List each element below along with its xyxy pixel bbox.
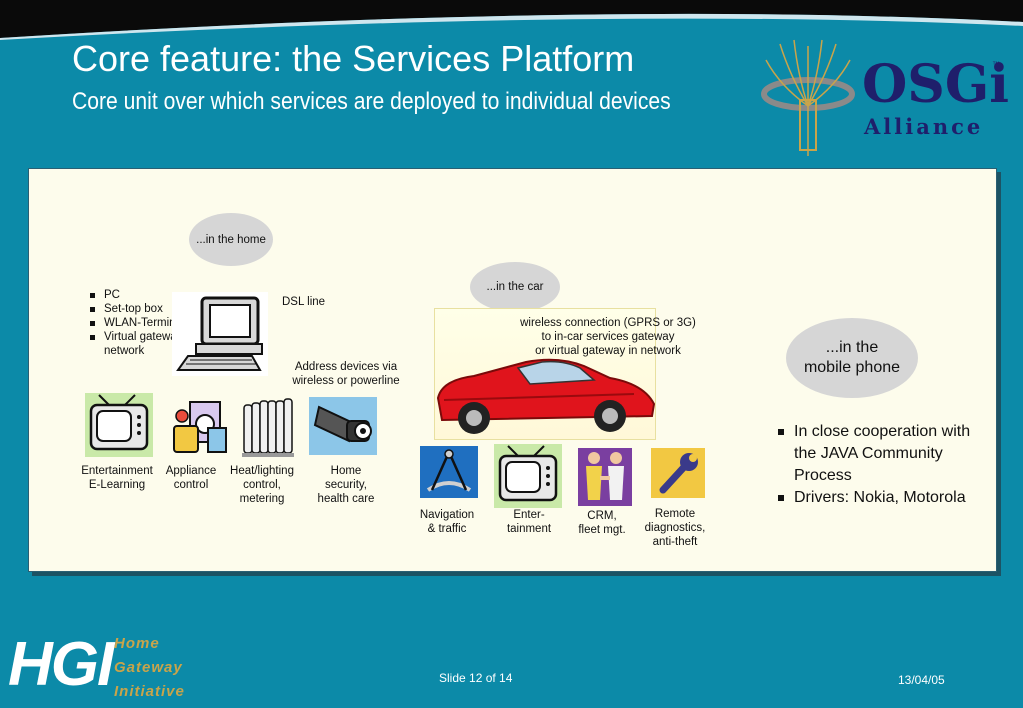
trademark-mark: ™ [992,60,1000,69]
list-item: PC [84,288,204,302]
slide-subtitle: Core unit over which services are deploy… [72,88,671,115]
sextant-icon [420,446,478,498]
slide-number: Slide 12 of 14 [439,671,513,685]
camera-icon [309,397,377,455]
car-entertainment-label: Enter-tainment [506,509,552,535]
navigation-label: Navigation& traffic [419,509,475,535]
appliance-icon [173,401,227,453]
slide-date: 13/04/05 [898,673,945,687]
wireless-connection-label: wireless connection (GPRS or 3G)to in-ca… [520,317,696,357]
list-item: WLAN-Terminal [84,316,204,330]
home-bubble: ...in the home [189,213,273,266]
hgi-letters: HGI [8,630,114,699]
crm-label: CRM,fleet mgt. [578,510,626,536]
list-item: In close cooperation with the JAVA Commu… [774,421,974,487]
hgi-logo: HGI Home Gateway Initiative [8,632,198,702]
slide-title: Core feature: the Services Platform [72,38,635,79]
alliance-logo-text: Alliance [864,114,984,139]
car-bubble: ...in the car [470,262,560,312]
osgi-logo: OSGi ™ Alliance [760,36,1009,160]
sports-car-icon [436,358,656,434]
hgi-words: Home Gateway Initiative [114,635,185,700]
phone-notes-list: In close cooperation with the JAVA Commu… [774,421,974,509]
list-item: Set-top box [84,302,204,316]
osgi-emblem-icon [761,39,855,156]
car-bubble-label: ...in the car [486,281,544,293]
osgi-logo-text: OSGi [862,54,1010,115]
dsl-line-label: DSL line [282,296,326,308]
list-item: Drivers: Nokia, Motorola [774,487,974,509]
wrench-icon [651,448,705,498]
home-device-list: PC Set-top box WLAN-Terminal Virtual gat… [84,288,204,358]
list-item: Virtual gateway in network [84,330,204,358]
header-band [0,0,1023,40]
handshake-icon [578,448,632,506]
pc-icon [172,292,268,376]
radiator-icon [242,398,294,457]
tv-icon [85,393,153,457]
home-bubble-label: ...in the home [196,233,266,246]
tv-icon [494,444,562,508]
